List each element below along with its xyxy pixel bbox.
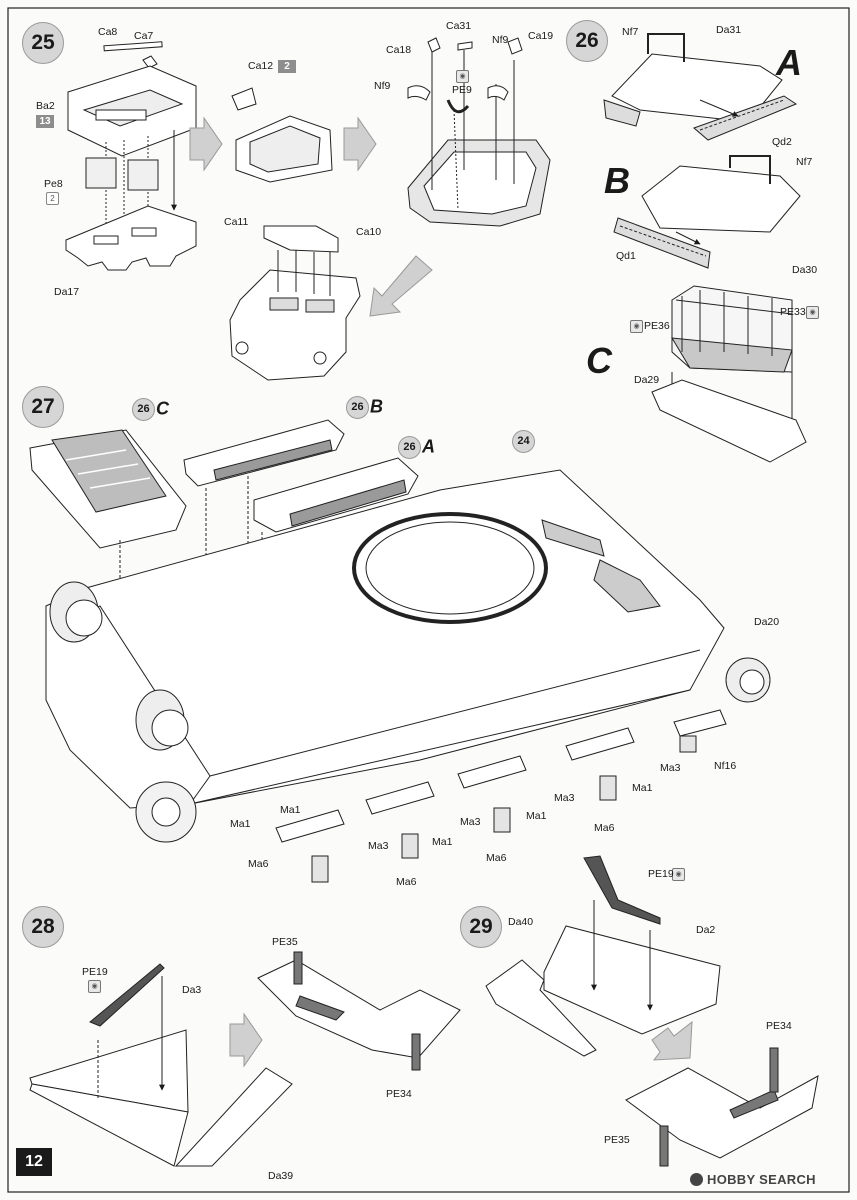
label-ba2: Ba2 — [36, 100, 55, 112]
label-ma1-b: Ma1 — [526, 810, 547, 822]
label-da29: Da29 — [634, 374, 660, 386]
step-number-27: 27 — [22, 386, 64, 428]
step-29-drawing — [485, 855, 819, 1167]
pe36-photoetch-icon: ◉ — [630, 320, 643, 333]
label-pe8: Pe8 — [44, 178, 63, 190]
ba2-count-badge: 13 — [36, 115, 54, 128]
label-pe34-28: PE34 — [386, 1088, 412, 1100]
ref-26a-letter: A — [422, 436, 435, 457]
step-28-drawing — [29, 951, 461, 1167]
ref-26b-letter: B — [370, 396, 383, 417]
label-ma6-d: Ma6 — [248, 858, 269, 870]
label-nf9-right: Nf9 — [492, 34, 509, 46]
label-ma3-b: Ma3 — [554, 792, 575, 804]
label-pe36: PE36 — [644, 320, 670, 332]
ref-26a-circle: 26 — [398, 436, 421, 459]
page-number: 12 — [16, 1148, 52, 1176]
label-da30: Da30 — [792, 264, 818, 276]
label-pe34-29: PE34 — [766, 1020, 792, 1032]
label-ca18: Ca18 — [386, 44, 412, 56]
pe19-photoetch-icon-28: ◉ — [88, 980, 101, 993]
label-da3: Da3 — [182, 984, 202, 996]
label-qd2: Qd2 — [772, 136, 792, 148]
label-pe35-29: PE35 — [604, 1134, 630, 1146]
label-da40: Da40 — [508, 916, 534, 928]
pe33-photoetch-icon: ◉ — [806, 306, 819, 319]
variant-c-letter: C — [586, 340, 612, 381]
label-ca10: Ca10 — [356, 226, 382, 238]
watermark-text: HOBBY SEARCH — [707, 1172, 816, 1187]
label-nf9-left: Nf9 — [374, 80, 391, 92]
label-ma6-a: Ma6 — [594, 822, 615, 834]
label-da2: Da2 — [696, 924, 716, 936]
step-26-drawing — [603, 33, 807, 463]
suspension-arms — [275, 657, 771, 883]
pe19-photoetch-icon-29: ◉ — [672, 868, 685, 881]
ref-24-circle: 24 — [512, 430, 535, 453]
label-ca31: Ca31 — [446, 20, 472, 32]
label-nf16: Nf16 — [714, 760, 737, 772]
label-ma1-a: Ma1 — [632, 782, 653, 794]
step-number-29: 29 — [460, 906, 502, 948]
label-da39: Da39 — [268, 1170, 294, 1182]
label-ma3-c: Ma3 — [460, 816, 481, 828]
label-ma6-b: Ma6 — [486, 852, 507, 864]
label-ma3-d: Ma3 — [368, 840, 389, 852]
label-qd1: Qd1 — [616, 250, 636, 262]
label-pe9: PE9 — [452, 84, 472, 96]
ref-24: 24 — [512, 430, 536, 453]
label-ca11: Ca11 — [224, 216, 249, 228]
pe9-photoetch-icon: ◉ — [456, 70, 469, 83]
label-ca8: Ca8 — [98, 26, 118, 38]
variant-b-letter: B — [604, 160, 630, 201]
ca12-count-badge: 2 — [278, 60, 296, 73]
ref-26b-circle: 26 — [346, 396, 369, 419]
label-ma1-d: Ma1 — [230, 818, 251, 830]
variant-a-letter: A — [776, 42, 802, 83]
label-ma1-e: Ma1 — [280, 804, 301, 816]
ref-26c-circle: 26 — [132, 398, 155, 421]
label-da17: Da17 — [54, 286, 80, 298]
page-frame — [7, 7, 850, 1193]
step-number-26: 26 — [566, 20, 608, 62]
watermark-logo-icon — [690, 1173, 703, 1186]
label-pe35-28: PE35 — [272, 936, 298, 948]
step-25-drawing — [65, 37, 551, 381]
step-27-drawing — [29, 419, 771, 883]
label-pe19-28: PE19 — [82, 966, 108, 978]
label-pe19-29: PE19 — [648, 868, 674, 880]
step-number-28: 28 — [22, 906, 64, 948]
label-ca7: Ca7 — [134, 30, 154, 42]
label-da31: Da31 — [716, 24, 742, 36]
label-ma6-c: Ma6 — [396, 876, 417, 888]
label-nf7-b: Nf7 — [796, 156, 813, 168]
pe8-count-note: 2 — [46, 192, 59, 205]
watermark: HOBBY SEARCH — [690, 1172, 816, 1187]
ref-26c-letter: C — [156, 398, 169, 419]
label-ma3-a: Ma3 — [660, 762, 681, 774]
step-number-25: 25 — [22, 22, 64, 64]
label-ma1-c: Ma1 — [432, 836, 453, 848]
label-ca19: Ca19 — [528, 30, 554, 42]
label-pe33: PE33 — [780, 306, 806, 318]
label-da20: Da20 — [754, 616, 780, 628]
label-nf7-a: Nf7 — [622, 26, 639, 38]
label-ca12: Ca12 — [248, 60, 274, 72]
